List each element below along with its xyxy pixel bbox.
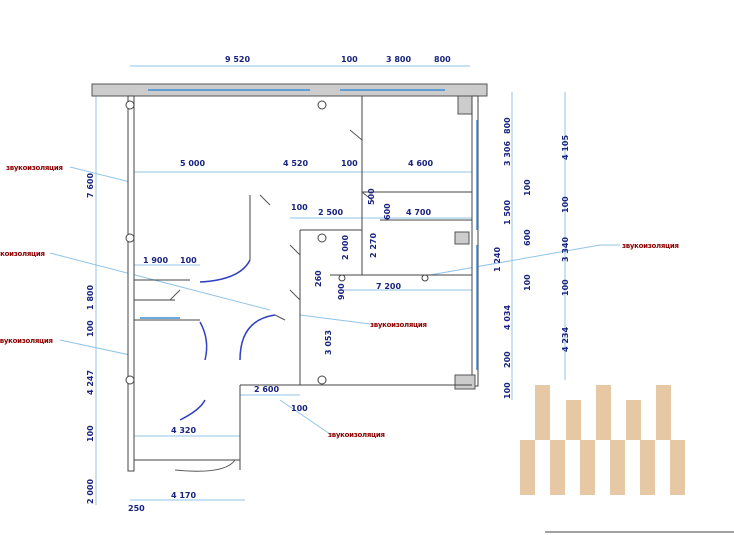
dimension-text: 9 520 100 3 800 800 5 000 4 520 100 4 60… (86, 55, 570, 513)
dim: 3 800 (386, 55, 411, 64)
dim: 600 (383, 203, 392, 220)
annotation-labels: звукоизоляция звукоизоляция звукоизоляци… (0, 164, 679, 439)
soundproofing-label: звукоизоляция (6, 164, 63, 172)
dim: 1 900 (143, 256, 168, 265)
dim: 100 (291, 203, 308, 212)
dim: 4 700 (406, 208, 431, 217)
dim: 200 (503, 351, 512, 368)
dim: 100 (561, 196, 570, 213)
dim: 2 600 (254, 385, 279, 394)
dim: 4 170 (171, 491, 196, 500)
dim: 5 000 (180, 159, 205, 168)
soundproofing-label: звукоизоляция (622, 242, 679, 250)
dim: 800 (434, 55, 451, 64)
windows (140, 89, 478, 370)
dim: 2 270 (369, 233, 378, 258)
dim: 100 (180, 256, 197, 265)
soundproofing-label: звукоизоляция (328, 431, 385, 439)
dim: 600 (523, 229, 532, 246)
soundproofing-label: звукоизоляция (0, 337, 53, 345)
dim: 4 600 (408, 159, 433, 168)
dim: 100 (523, 179, 532, 196)
dim: 1 500 (503, 200, 512, 225)
dim: 3 306 (503, 141, 512, 166)
dim: 250 (128, 504, 145, 513)
dim: 2 500 (318, 208, 343, 217)
columns (125, 100, 429, 385)
dim: 100 (86, 425, 95, 442)
dim: 3 053 (324, 330, 333, 355)
dimension-lines (49, 65, 620, 505)
dim: 900 (337, 283, 346, 300)
dim: 4 247 (86, 370, 95, 395)
dim: 7 200 (376, 282, 401, 291)
dim: 7 600 (86, 173, 95, 198)
dim: 9 520 (225, 55, 250, 64)
dim: 4 234 (561, 327, 570, 352)
dim: 4 520 (283, 159, 308, 168)
dim: 100 (503, 382, 512, 399)
dim: 4 320 (171, 426, 196, 435)
dim: 100 (523, 274, 532, 291)
walls (91, 83, 488, 472)
dim: 1 800 (86, 285, 95, 310)
dim: 100 (86, 320, 95, 337)
decorative-blocks (520, 385, 734, 533)
dim: 100 (561, 279, 570, 296)
dim: 800 (503, 117, 512, 134)
dim: 1 240 (493, 247, 502, 272)
soundproofing-label: звукоизоляция (370, 321, 427, 329)
soundproofing-label: звукоизоляция (0, 250, 45, 258)
dim: 2 000 (86, 479, 95, 504)
dim: 100 (341, 159, 358, 168)
dim: 260 (314, 270, 323, 287)
dim: 3 340 (561, 237, 570, 262)
dim: 100 (341, 55, 358, 64)
doors (169, 129, 373, 472)
dim: 2 000 (341, 235, 350, 260)
dim: 500 (367, 188, 376, 205)
dim: 4 105 (561, 135, 570, 160)
dim: 100 (291, 404, 308, 413)
dim: 4 034 (503, 305, 512, 330)
